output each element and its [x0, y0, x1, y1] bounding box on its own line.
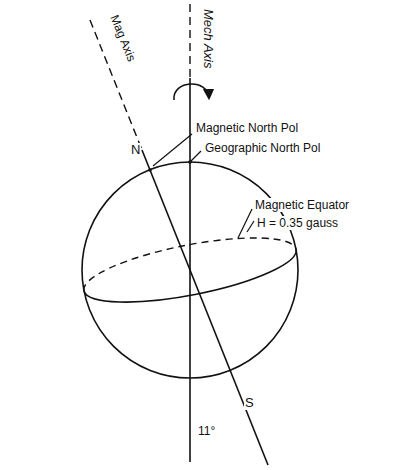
field-value: H = 0.35 gauss	[256, 216, 339, 230]
angle-label: 11°	[197, 424, 216, 438]
mech-axis-top	[189, 4, 190, 78]
pole-label: Magnetic North Pol	[195, 121, 299, 135]
leader-line	[153, 134, 192, 166]
magnetic-pole-dot	[148, 168, 152, 172]
axis-label: Mag Axis	[107, 12, 139, 64]
pole-label: Geographic North Pol	[204, 141, 321, 155]
pole-letter: N	[130, 143, 141, 157]
equator-label: Magnetic Equator	[254, 198, 350, 212]
rotation-arrow	[174, 84, 209, 100]
leader-line	[238, 209, 252, 238]
axis-label: Mech Axis	[201, 8, 215, 69]
mag-axis	[142, 150, 268, 465]
pole-letter: S	[244, 396, 255, 410]
leader-line	[247, 221, 254, 232]
geographic-pole-dot	[188, 160, 192, 164]
leader-line	[191, 151, 201, 161]
